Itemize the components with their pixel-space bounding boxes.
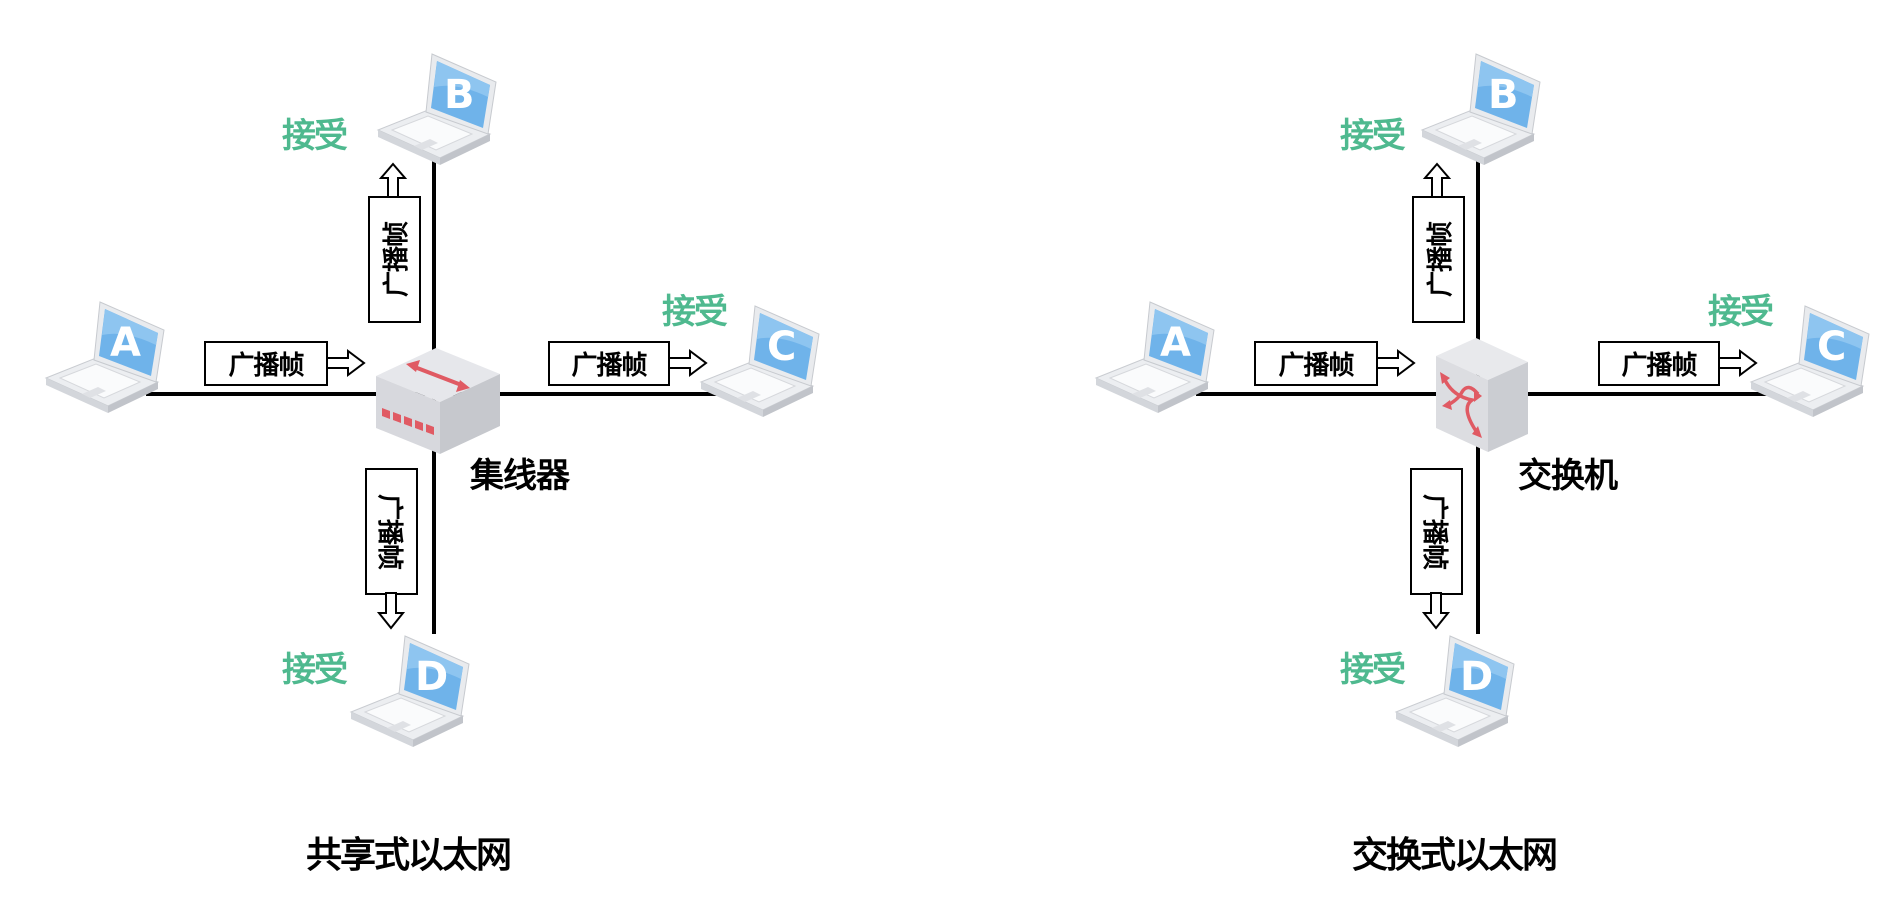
broadcast-frame-up: 广播帧 — [1412, 196, 1465, 323]
broadcast-frame-right: 广播帧 — [1598, 341, 1720, 386]
accept-label-c: 接受 — [662, 292, 728, 332]
laptop-icon — [1390, 624, 1520, 754]
accept-label-c: 接受 — [1708, 292, 1774, 332]
shared-ethernet-panel: 集线器 A B C D 接受 接受 接受 广播帧 广播帧 广播帧 广播帧 共享式… — [0, 0, 849, 910]
host-c-letter: C — [767, 324, 797, 370]
broadcast-frame-left: 广播帧 — [204, 341, 328, 386]
host-c: C — [1745, 294, 1875, 424]
accept-label-b: 接受 — [282, 116, 348, 156]
broadcast-frame-up: 广播帧 — [368, 196, 421, 323]
switch-label: 交换机 — [1518, 456, 1618, 496]
arrow-down-icon — [376, 592, 406, 630]
arrow-up-icon — [1422, 162, 1452, 199]
hub-label: 集线器 — [470, 456, 570, 496]
accept-label-b: 接受 — [1340, 116, 1406, 156]
host-c: C — [695, 294, 825, 424]
arrow-up-icon — [378, 162, 408, 199]
host-b: B — [1416, 42, 1546, 172]
laptop-icon — [372, 42, 502, 172]
laptop-icon — [40, 290, 170, 420]
arrow-right-icon — [1717, 349, 1758, 377]
hub-icon — [376, 348, 500, 454]
accept-label-d: 接受 — [1340, 650, 1406, 690]
arrow-down-icon — [1421, 592, 1451, 630]
arrow-right-icon — [1375, 349, 1416, 377]
host-a: A — [1090, 290, 1220, 420]
accept-label-d: 接受 — [282, 650, 348, 690]
laptop-icon — [1416, 42, 1546, 172]
arrow-right-icon — [325, 349, 366, 377]
host-c-letter: C — [1817, 324, 1847, 370]
host-a: A — [40, 290, 170, 420]
switched-ethernet-panel: 交换机 A B C D 接受 接受 接受 广播帧 广播帧 广播帧 广播帧 交换式… — [1050, 0, 1898, 910]
broadcast-frame-right: 广播帧 — [548, 341, 670, 386]
host-a-letter: A — [1160, 320, 1191, 366]
host-b-letter: B — [1488, 72, 1519, 118]
host-d-letter: D — [1460, 654, 1494, 700]
host-b-letter: B — [444, 72, 475, 118]
panel-title: 共享式以太网 — [306, 835, 512, 876]
host-a-letter: A — [110, 320, 141, 366]
arrow-right-icon — [667, 349, 708, 377]
panel-title: 交换式以太网 — [1352, 835, 1558, 876]
host-d: D — [345, 624, 475, 754]
switch-icon — [1436, 338, 1528, 452]
host-d-letter: D — [415, 654, 449, 700]
broadcast-frame-down: 广播帧 — [365, 468, 418, 595]
laptop-icon — [345, 624, 475, 754]
broadcast-frame-down: 广播帧 — [1410, 468, 1463, 595]
broadcast-frame-left: 广播帧 — [1254, 341, 1378, 386]
host-d: D — [1390, 624, 1520, 754]
host-b: B — [372, 42, 502, 172]
laptop-icon — [1090, 290, 1220, 420]
